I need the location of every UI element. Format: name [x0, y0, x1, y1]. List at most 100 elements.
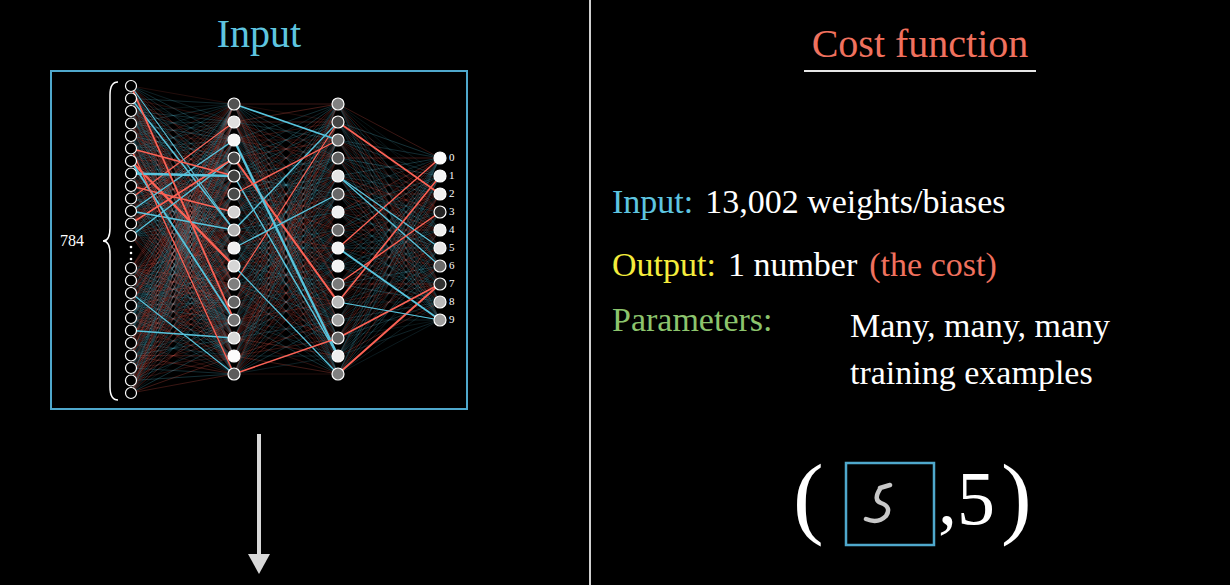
weight-line [234, 338, 338, 374]
weight-line [338, 176, 440, 248]
neuron [228, 260, 240, 272]
neuron [434, 152, 446, 164]
field-name: Input: [612, 185, 693, 219]
neuron [126, 168, 137, 179]
weight-line [131, 302, 234, 393]
weight-line [338, 212, 440, 284]
weight-line [234, 212, 338, 374]
neuron [126, 118, 137, 129]
weight-line [234, 104, 338, 122]
input-heading: Input [217, 14, 301, 54]
neuron [126, 181, 137, 192]
neuron [126, 106, 137, 117]
weight-line [338, 158, 440, 266]
weight-line [234, 104, 338, 356]
weight-line [234, 104, 338, 105]
weight-line [131, 161, 234, 266]
weight-line [131, 161, 234, 320]
output-digit: 3 [449, 206, 455, 217]
output-digit: 2 [449, 188, 455, 199]
weight-line [131, 86, 234, 104]
weight-line [338, 158, 440, 356]
weight-line [131, 293, 234, 374]
neuron [228, 278, 240, 290]
weight-line [338, 158, 440, 302]
weight-line [338, 194, 440, 302]
weight-line [338, 122, 440, 194]
weight-line [338, 122, 440, 194]
field-note: (the cost) [869, 248, 996, 282]
neuron [228, 134, 240, 146]
neuron [126, 193, 137, 204]
weight-line [234, 122, 338, 374]
weight-line [131, 122, 234, 343]
parenthesis: ( [793, 450, 824, 542]
neuron [126, 231, 137, 242]
weight-line [131, 104, 234, 368]
weight-line [338, 284, 440, 374]
neuron [126, 218, 137, 229]
weight-line [234, 302, 338, 374]
weight-line [234, 356, 338, 374]
output-digit: 7 [449, 278, 455, 289]
neuron [228, 224, 240, 236]
field-value: 13,002 weights/biases [705, 185, 1005, 219]
weight-line [131, 158, 234, 368]
weight-line [234, 104, 338, 140]
weight-line [338, 248, 440, 320]
neuron [228, 368, 240, 380]
neuron [434, 314, 446, 326]
weight-line [131, 374, 234, 393]
weight-line [131, 99, 234, 231]
weight-line [234, 194, 338, 248]
weight-line [234, 230, 338, 374]
weight-line [338, 194, 440, 302]
weight-line [338, 212, 440, 374]
field-value: Many, many, many training examples [850, 303, 1150, 397]
weight-line [338, 104, 440, 176]
neuron [434, 224, 446, 236]
neuron [126, 388, 137, 399]
weight-line [131, 86, 234, 320]
ellipsis-dot [130, 246, 133, 249]
divider-line [589, 0, 591, 585]
output-digit: 5 [449, 242, 455, 253]
weight-line [338, 140, 440, 284]
weight-line [338, 158, 440, 338]
weight-line [234, 194, 338, 374]
ellipsis-dot [130, 252, 133, 255]
weight-line [234, 230, 338, 374]
neuron [126, 325, 137, 336]
weight-line [131, 284, 234, 393]
weight-line [234, 140, 338, 194]
weight-line [338, 158, 440, 374]
weight-line [131, 104, 234, 381]
weight-line [131, 320, 234, 393]
weight-line [131, 122, 234, 199]
neuron [332, 116, 344, 128]
output-digit: 9 [449, 314, 455, 325]
neuron [228, 206, 240, 218]
weight-line [131, 158, 234, 236]
neuron [126, 143, 137, 154]
neuron [228, 98, 240, 110]
neuron [332, 368, 344, 380]
neuron [228, 296, 240, 308]
example-label: ,5 [938, 460, 995, 536]
neuron [332, 278, 344, 290]
weight-line [131, 149, 234, 177]
neuron [228, 152, 240, 164]
weight-line [234, 104, 338, 356]
weight-line [131, 149, 234, 375]
weight-line [338, 158, 440, 248]
weight-line [338, 212, 440, 284]
weight-line [234, 158, 338, 302]
weight-line [338, 158, 440, 302]
weight-line [131, 86, 234, 230]
weight-line [234, 122, 338, 338]
down-arrow-shaft [257, 434, 261, 556]
weight-line [131, 140, 234, 393]
weight-line [234, 266, 338, 374]
weight-line [234, 338, 338, 374]
